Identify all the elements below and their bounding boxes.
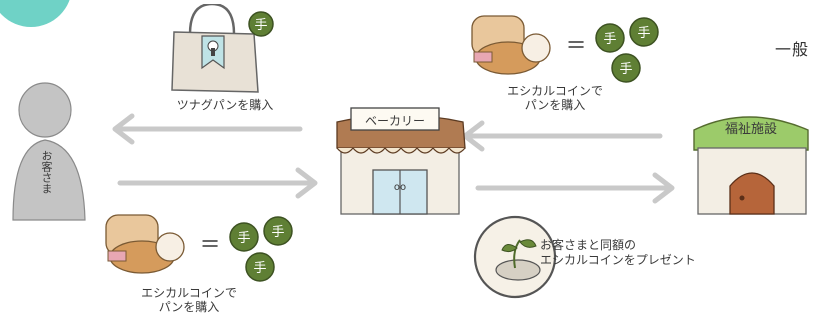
label-coin-buy-bottom-line2: パンを購入 xyxy=(158,300,220,314)
svg-text:=: = xyxy=(566,30,586,58)
label-present-line2: エシカルコインをプレゼント xyxy=(540,253,696,267)
label-coin-buy-top: エシカルコインで パンを購入 xyxy=(470,84,640,112)
customer-label: お客さま xyxy=(40,150,53,194)
facility-sign: 福祉施設 xyxy=(724,122,777,137)
bakery-building xyxy=(336,107,466,215)
label-present-line1: お客さまと同額の xyxy=(540,238,637,252)
arrow-bakery-to-customer xyxy=(112,113,303,145)
arrow-bakery-to-facility xyxy=(475,172,675,204)
bread-equals-coins-bottom: = 手 手 手 xyxy=(105,214,293,282)
shopping-bag-icon: 手 xyxy=(171,4,274,93)
facility-building xyxy=(693,116,809,215)
arrow-facility-to-bakery xyxy=(462,120,663,152)
corner-label: 一般 xyxy=(775,40,810,59)
label-coin-buy-top-line1: エシカルコインで xyxy=(507,84,603,98)
label-coin-buy-top-line2: パンを購入 xyxy=(524,98,586,112)
svg-text:手: 手 xyxy=(619,62,632,77)
bread-equals-coins-top: = 手 手 手 xyxy=(471,15,659,83)
label-present: お客さまと同額の エシカルコインをプレゼント xyxy=(540,238,750,268)
label-coin-buy-bottom-line1: エシカルコインで xyxy=(141,286,237,300)
label-coin-buy-bottom: エシカルコインで パンを購入 xyxy=(104,286,274,314)
svg-text:=: = xyxy=(200,229,220,257)
svg-text:手: 手 xyxy=(637,26,650,41)
bakery-door-handles: oo xyxy=(393,182,407,193)
present-coin-badge xyxy=(473,215,557,299)
svg-text:手: 手 xyxy=(603,32,616,47)
svg-text:手: 手 xyxy=(237,231,250,246)
svg-text:手: 手 xyxy=(271,225,284,240)
bakery-sign: ベーカリー xyxy=(364,114,425,128)
customer-figure xyxy=(12,82,86,221)
svg-text:手: 手 xyxy=(253,261,266,276)
arrow-customer-to-bakery xyxy=(117,167,318,199)
svg-text:手: 手 xyxy=(254,18,267,33)
label-buy-tsunagu: ツナグパンを購入 xyxy=(176,98,274,112)
